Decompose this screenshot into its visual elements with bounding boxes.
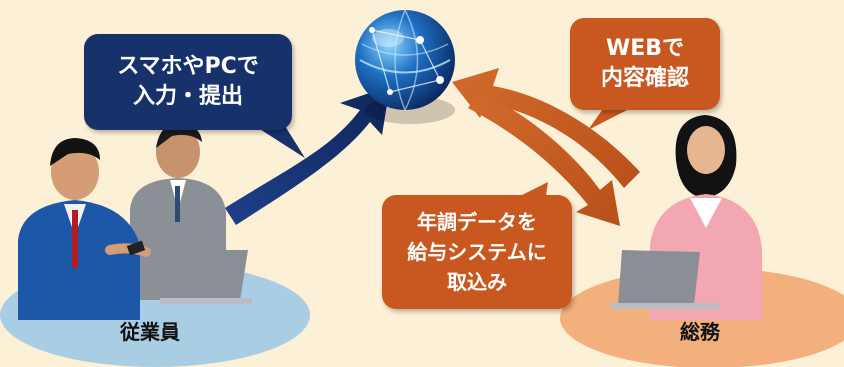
web-check-arrow	[452, 68, 640, 188]
employee-bubble-line-2: 入力・提出	[132, 84, 243, 109]
globe-icon	[355, 9, 455, 124]
employee-figure-front	[18, 138, 151, 320]
employee-bubble-tail	[255, 126, 305, 158]
import-speech-bubble: 年調データを 給与システムに 取込み	[382, 195, 572, 309]
laptop-right	[610, 250, 720, 309]
laptop-left	[160, 250, 252, 304]
general-affairs-label: 総務	[680, 320, 720, 344]
employee-speech-bubble: スマホやPCで 入力・提出	[84, 34, 292, 130]
import-arrow	[468, 92, 620, 226]
web-check-speech-bubble: WEBで 内容確認	[570, 18, 720, 110]
web-bubble-tail	[588, 106, 635, 130]
employee-bubble-line-1: スマホやPCで	[117, 54, 259, 79]
submit-arrow	[225, 86, 390, 225]
web-bubble-line-2: 内容確認	[600, 66, 689, 91]
web-bubble-line-1: WEBで	[605, 36, 685, 61]
import-bubble-line-1: 年調データを	[417, 210, 537, 234]
import-bubble-line-2: 給与システムに	[407, 240, 547, 264]
import-bubble-line-3: 取込み	[447, 270, 507, 294]
employees-label: 従業員	[120, 320, 180, 344]
